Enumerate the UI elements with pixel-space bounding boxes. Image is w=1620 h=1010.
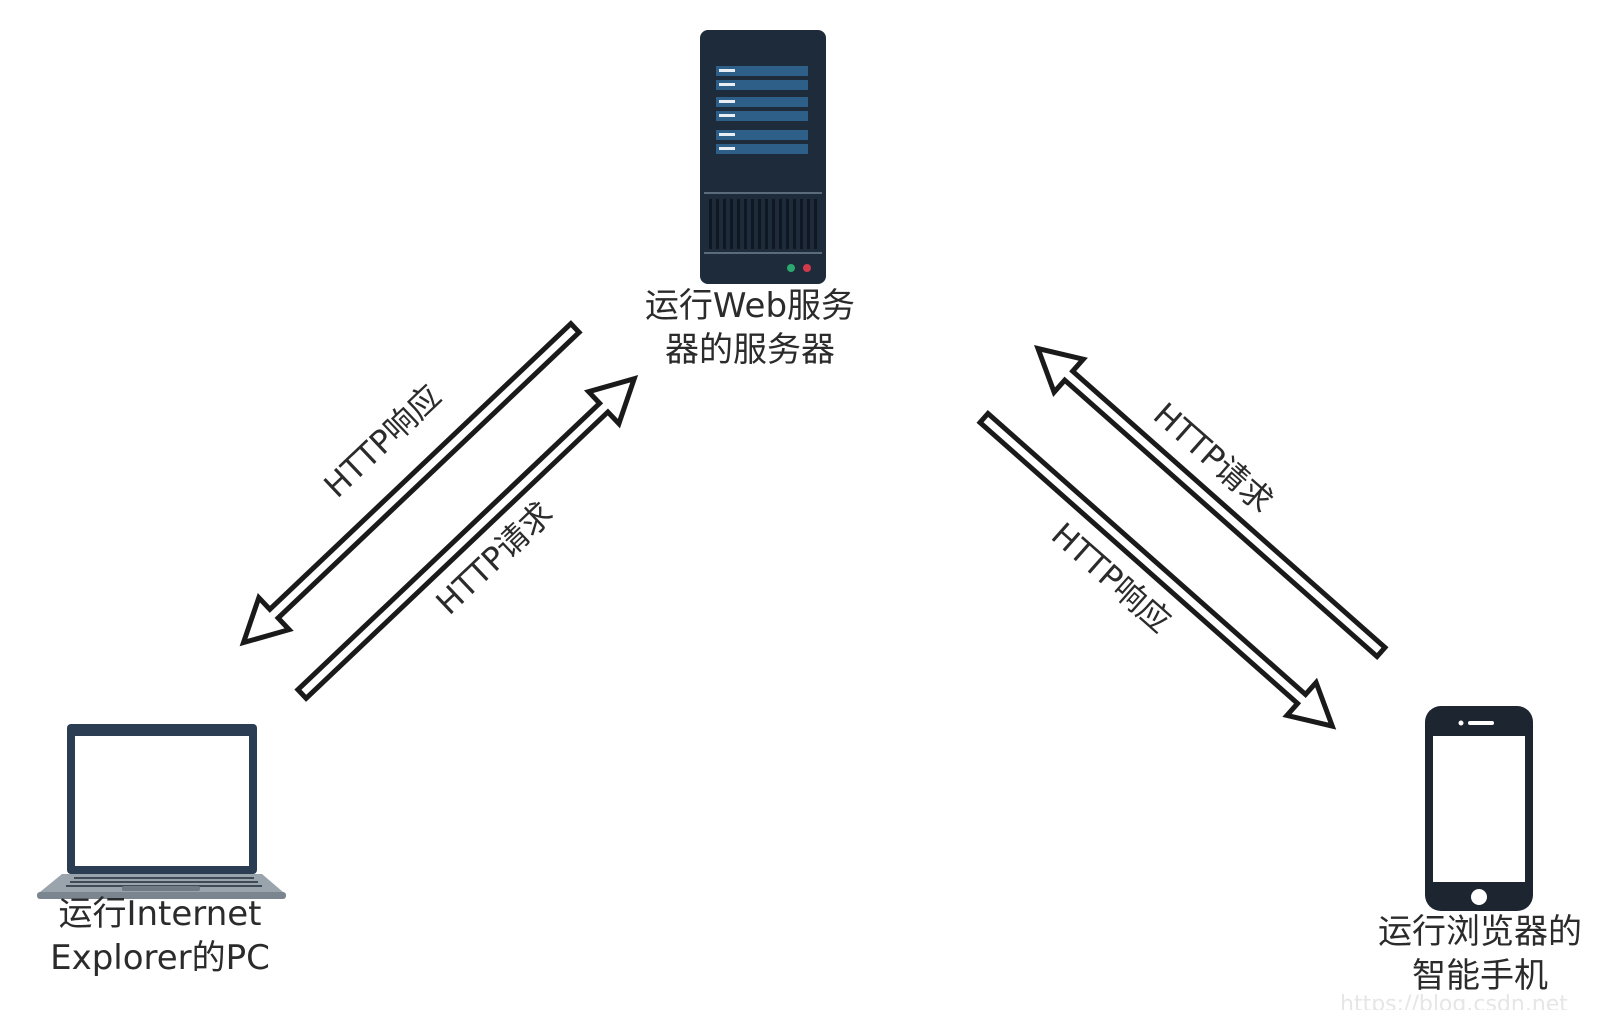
phone-label-line-2: 智能手机 (1412, 956, 1548, 996)
phone-label-line-1: 运行浏览器的 (1378, 912, 1582, 952)
server-icon (700, 30, 826, 284)
arrow-response-to-pc (239, 320, 583, 647)
arrow-request-from-phone (1034, 345, 1389, 661)
arrow-request-from-pc (294, 375, 639, 702)
server-label-line-2: 器的服务器 (665, 330, 835, 370)
edge-label-response-pc: HTTP响应 (316, 377, 448, 505)
server-label-line-1: 运行Web服务 (644, 286, 856, 326)
watermark-text: https://blog.csdn.net (1340, 992, 1568, 1010)
pc-node-label: 运行Internet Explorer的PC (20, 892, 300, 980)
pc-label-line-1: 运行Internet (58, 894, 262, 934)
laptop-icon (37, 724, 286, 899)
arrow-response-to-phone (976, 409, 1337, 730)
phone-node-label: 运行浏览器的 智能手机 (1340, 910, 1620, 998)
pc-label-line-2: Explorer的PC (50, 938, 270, 978)
smartphone-icon (1425, 706, 1533, 911)
server-node-label: 运行Web服务 器的服务器 (620, 284, 880, 372)
